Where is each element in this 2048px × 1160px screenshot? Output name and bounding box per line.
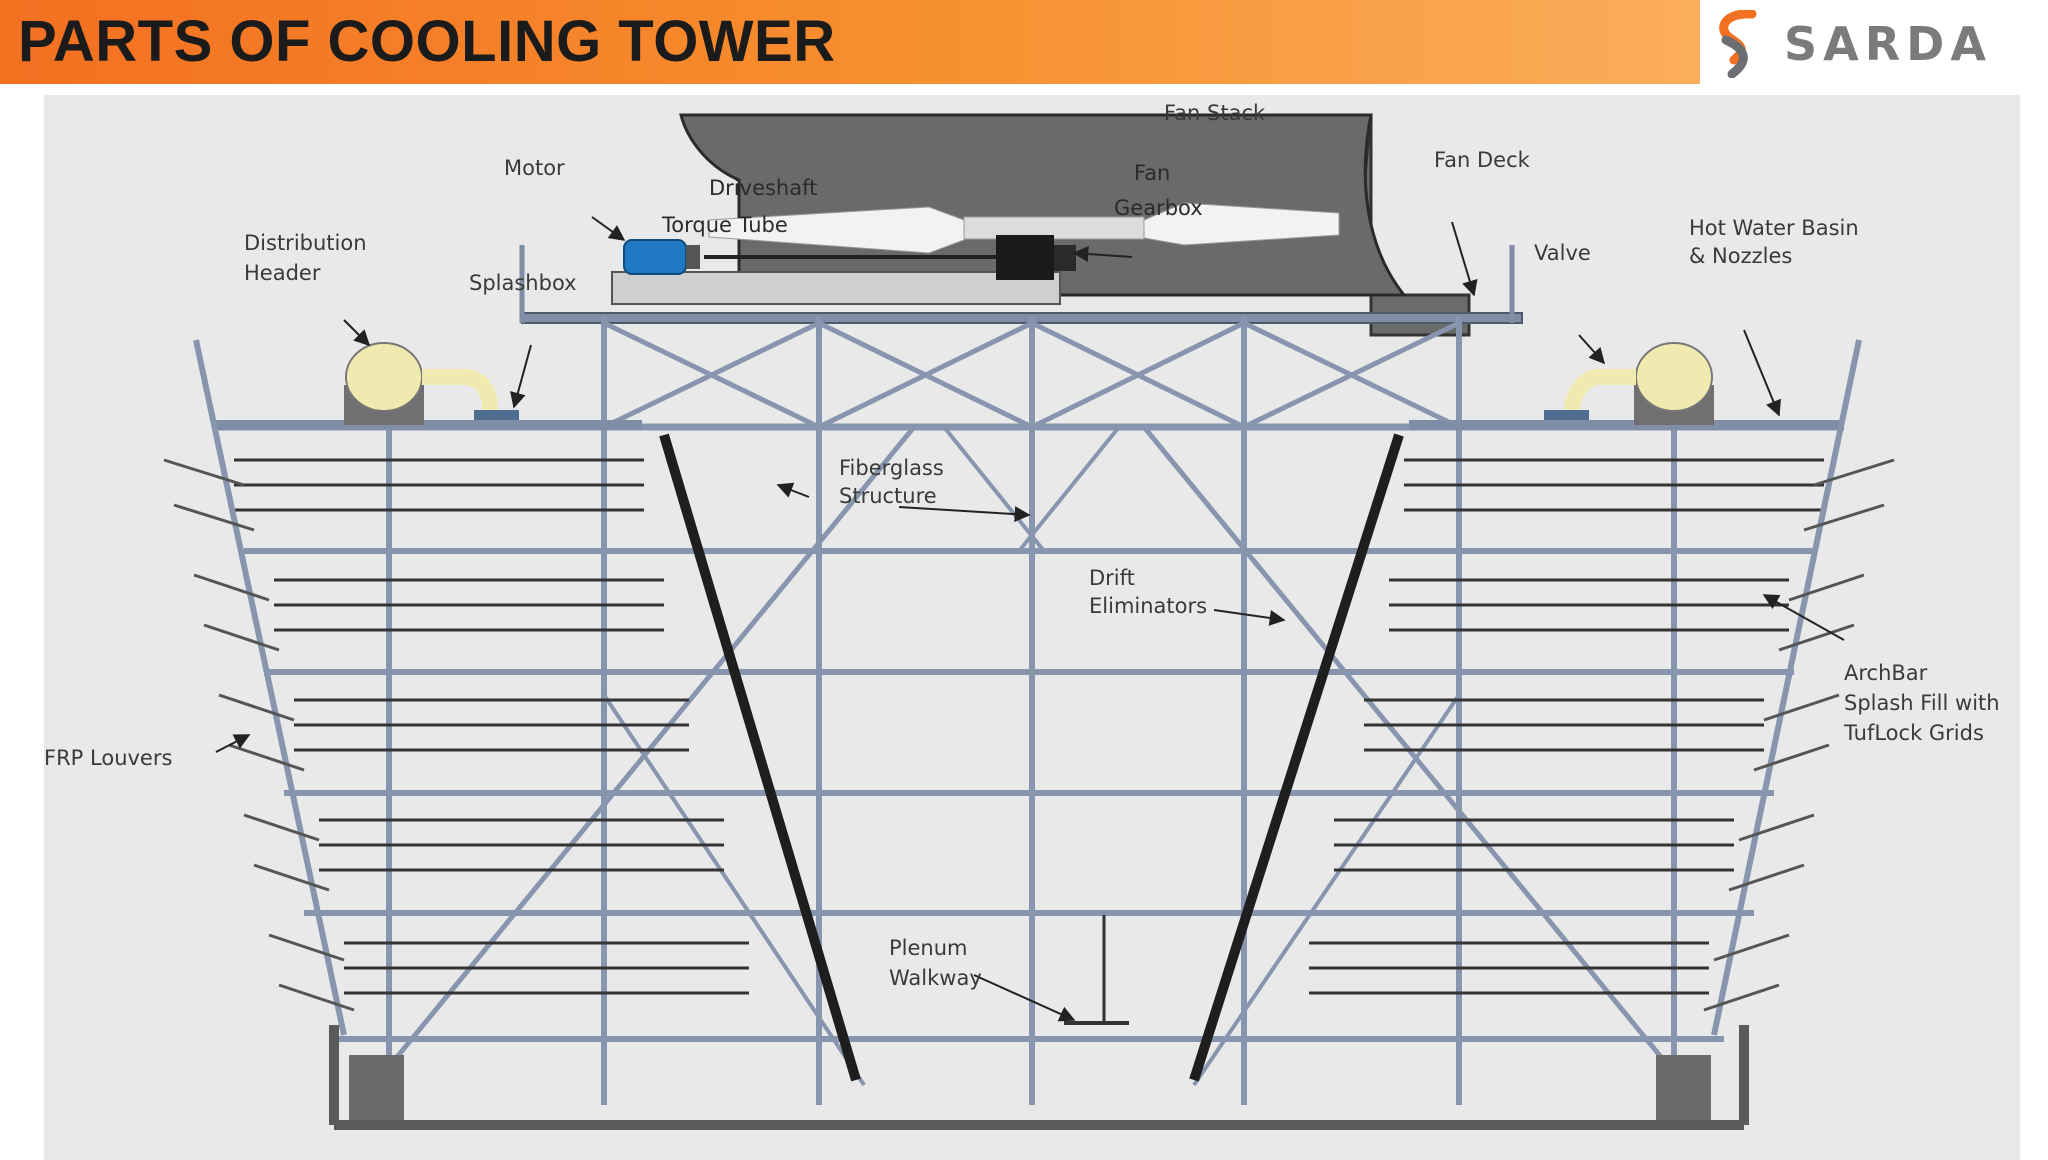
- label-fiberglass-structure-2: Structure: [839, 484, 937, 508]
- fiberglass-structure: [212, 317, 1844, 1130]
- drift-eliminator-left: [659, 433, 861, 1082]
- archbar-splash-fill-left: [234, 458, 749, 995]
- page-title: PARTS OF COOLING TOWER: [18, 9, 836, 74]
- frp-louvers-right: [1703, 339, 1895, 1036]
- label-fan-deck: Fan Deck: [1434, 148, 1531, 172]
- sarda-logo-text: SARDA: [1784, 17, 1992, 71]
- motor: [623, 239, 700, 275]
- archbar-splash-fill-right: [1309, 458, 1824, 995]
- label-gearbox: Gearbox: [1114, 196, 1203, 220]
- label-fiberglass-structure: Fiberglass: [839, 456, 944, 480]
- cooling-tower-diagram: Fan Stack Motor Driveshaft Fan Fan Deck …: [44, 101, 2000, 1130]
- splashbox-left: [474, 410, 519, 420]
- label-archbar-3: TufLock Grids: [1843, 721, 1984, 745]
- label-driveshaft: Driveshaft: [709, 176, 817, 200]
- fan-deck: [521, 312, 1523, 324]
- label-fan: Fan: [1134, 161, 1170, 185]
- label-archbar: ArchBar: [1844, 661, 1928, 685]
- label-torque-tube: Torque Tube: [661, 213, 788, 237]
- frp-louvers-left: [163, 339, 355, 1036]
- label-drift-eliminators: Drift: [1089, 566, 1135, 590]
- label-valve: Valve: [1534, 241, 1591, 265]
- sarda-logo: SARDA: [1712, 8, 2042, 80]
- label-motor: Motor: [504, 156, 565, 180]
- fan: [708, 202, 1340, 254]
- label-fan-stack: Fan Stack: [1164, 101, 1266, 125]
- sarda-logo-mark: [1719, 10, 1757, 78]
- drift-eliminator-right: [1189, 433, 1404, 1082]
- distribution-header-left: [344, 342, 498, 425]
- label-plenum: Plenum: [889, 936, 968, 960]
- header-bar: [0, 0, 1700, 84]
- label-distribution-header-2: Header: [244, 261, 321, 285]
- gearbox: [996, 235, 1076, 280]
- label-hot-water-basin: Hot Water Basin: [1689, 216, 1859, 240]
- label-drift-eliminators-2: Eliminators: [1089, 594, 1207, 618]
- label-frp-louvers: FRP Louvers: [44, 746, 172, 770]
- torque-tube: [611, 271, 1061, 305]
- label-splashbox: Splashbox: [469, 271, 577, 295]
- valve-right: [1544, 410, 1589, 420]
- label-hot-water-basin-2: & Nozzles: [1689, 244, 1792, 268]
- label-archbar-2: Splash Fill with: [1844, 691, 2000, 715]
- label-walkway: Walkway: [889, 966, 982, 990]
- label-arrows: [215, 216, 1845, 1022]
- label-distribution-header: Distribution: [244, 231, 367, 255]
- distribution-header-right: [1564, 342, 1714, 425]
